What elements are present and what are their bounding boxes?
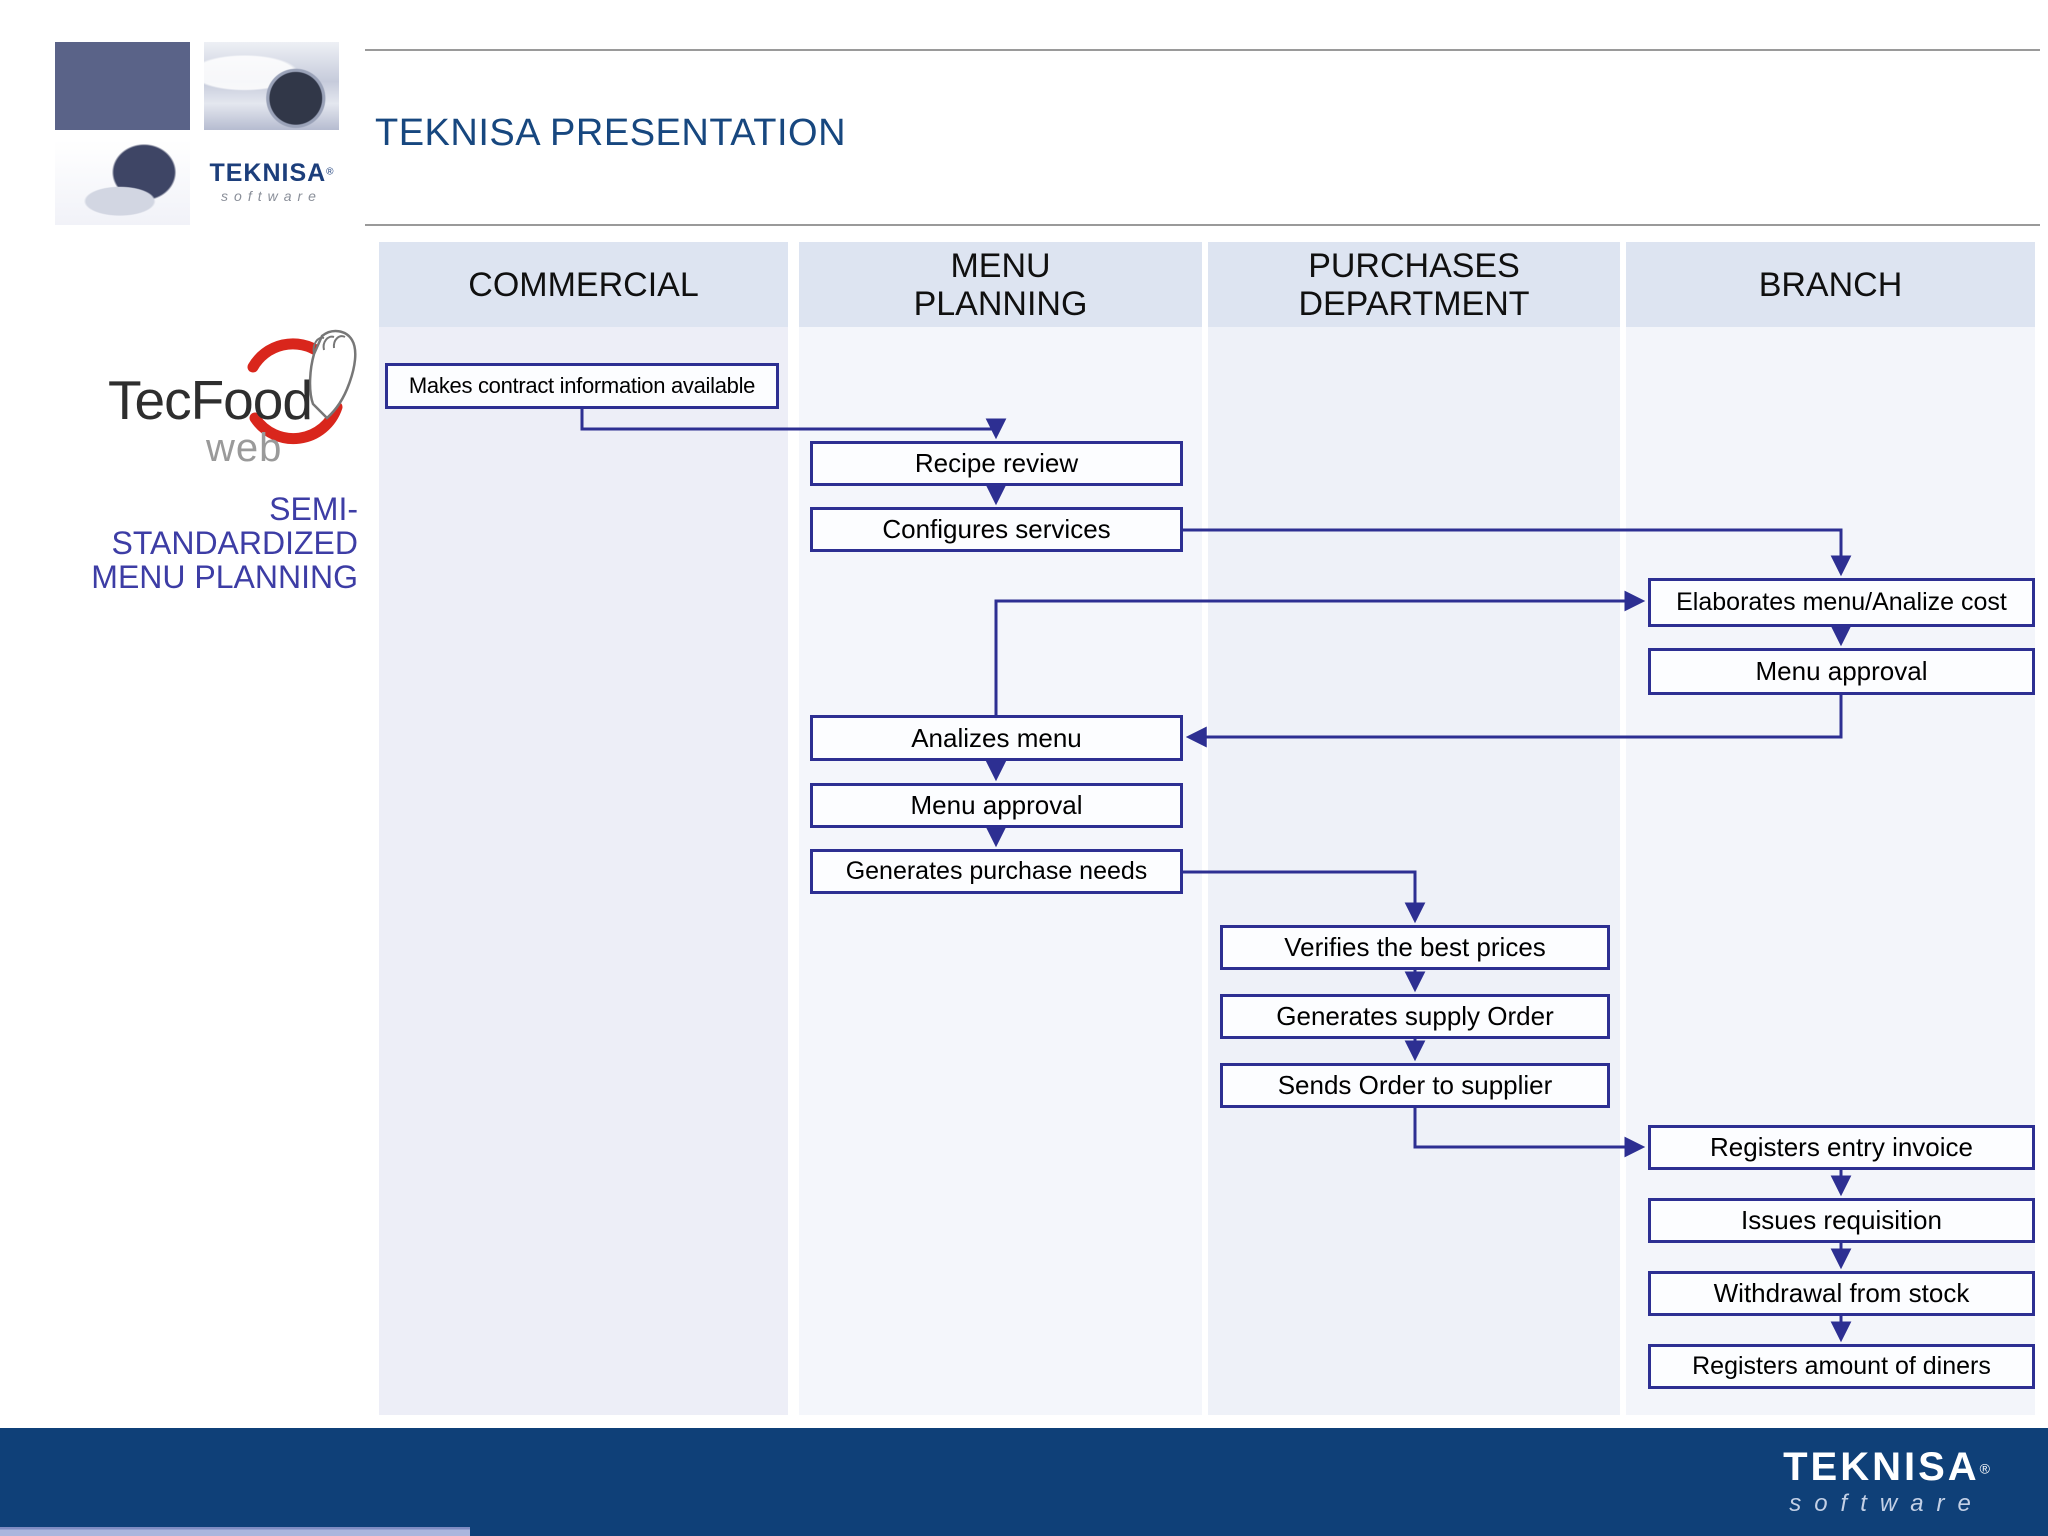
flow-box-registers-entry-invoice: Registers entry invoice	[1648, 1125, 2035, 1170]
flow-box-analizes-menu: Analizes menu	[810, 715, 1183, 761]
teknisa-tile-subtitle: software	[221, 188, 322, 204]
flow-box-menu-approval-planning: Menu approval	[810, 783, 1183, 828]
flow-box-recipe-review: Recipe review	[810, 441, 1183, 486]
tecfood-web-label: web	[206, 426, 283, 470]
swimlane-header-commercial: COMMERCIAL	[379, 242, 788, 327]
flow-box-issues-requisition: Issues requisition	[1648, 1198, 2035, 1243]
title-divider-line	[365, 224, 2040, 226]
tecfood-wordmark: TecFood	[108, 369, 313, 431]
flow-box-elaborates-menu-analize-cost: Elaborates menu/Analize cost	[1648, 578, 2035, 627]
flow-box-verifies-the-best-prices: Verifies the best prices	[1220, 925, 1610, 970]
swimlane-header-purchases-department: PURCHASES DEPARTMENT	[1208, 242, 1620, 327]
globe-photo	[204, 42, 339, 130]
flow-box-registers-amount-of-diners: Registers amount of diners	[1648, 1344, 2035, 1389]
footer-bar	[0, 1428, 2048, 1536]
swimlane-header-menu-planning: MENU PLANNING	[799, 242, 1202, 327]
side-caption: SEMI- STANDARDIZED MENU PLANNING	[91, 491, 358, 595]
hand-icon	[308, 329, 357, 420]
footer-teknisa-subtitle: software	[1789, 1490, 1984, 1517]
tecfood-logo: TecFood web	[108, 328, 364, 470]
swimlane-body-purchases-department	[1208, 327, 1620, 1415]
flow-box-configures-services: Configures services	[810, 507, 1183, 552]
flow-box-generates-purchase-needs: Generates purchase needs	[810, 849, 1183, 894]
flow-box-withdrawal-from-stock: Withdrawal from stock	[1648, 1271, 2035, 1316]
footer-teknisa-logo: TEKNISA® software	[1783, 1446, 1990, 1518]
swimlane-body-commercial	[379, 327, 788, 1415]
flow-box-generates-supply-order: Generates supply Order	[1220, 994, 1610, 1039]
bottom-left-strip	[0, 1527, 470, 1536]
tecfood-arc-icon	[247, 329, 357, 445]
flow-box-sends-order-to-supplier: Sends Order to supplier	[1220, 1063, 1610, 1108]
swimlane-header-branch: BRANCH	[1626, 242, 2035, 327]
flow-box-menu-approval-branch: Menu approval	[1648, 648, 2035, 695]
handshake-photo	[55, 140, 190, 225]
footer-teknisa-wordmark: TEKNISA®	[1783, 1445, 1990, 1489]
flow-box-makes-contract-information-available: Makes contract information available	[385, 363, 779, 409]
teknisa-logo-tile: TEKNISA® software	[204, 140, 339, 225]
teknisa-tile-wordmark: TEKNISA®	[209, 159, 334, 187]
swimlane-body-branch	[1626, 327, 2035, 1415]
page-title: TEKNISA PRESENTATION	[375, 112, 847, 154]
building-photo	[55, 42, 190, 130]
top-divider-line	[365, 49, 2040, 51]
